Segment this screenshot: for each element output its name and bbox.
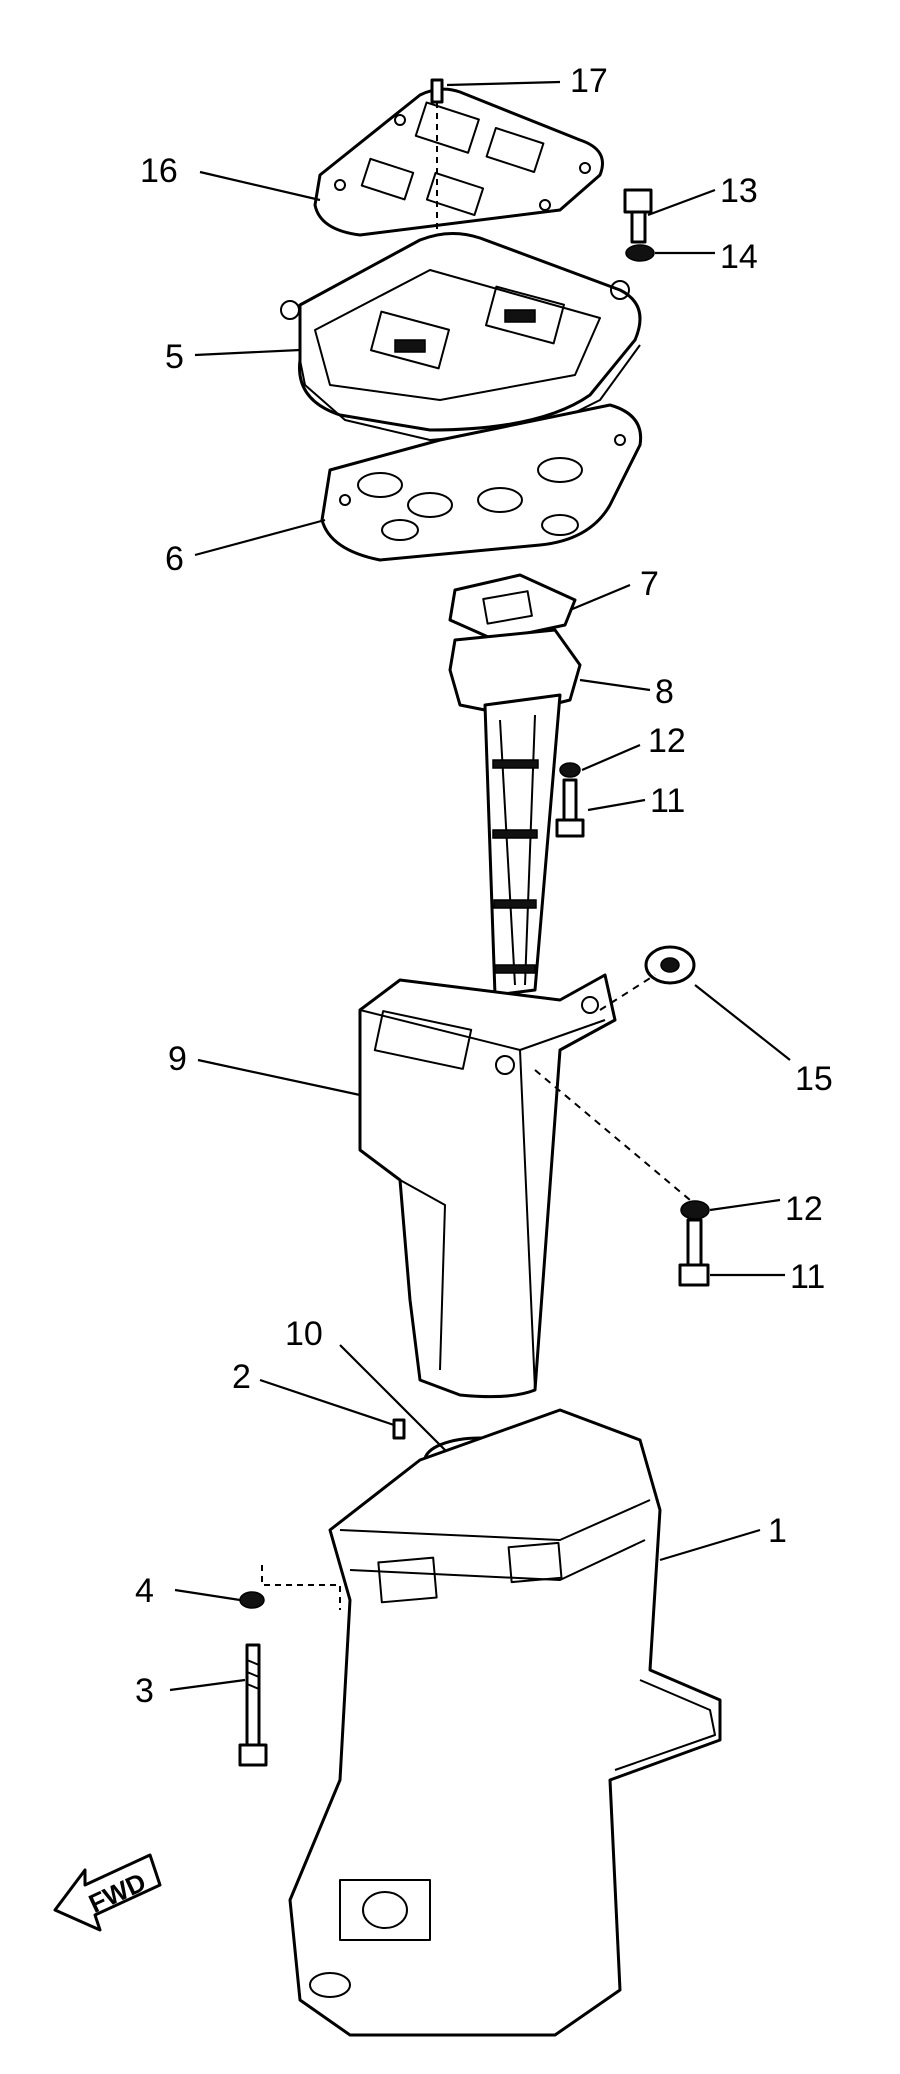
callout-16: 16 (140, 152, 178, 190)
part-3-bolt (238, 1643, 268, 1767)
assembly-line-15 (599, 974, 656, 1011)
leader-lines (169, 80, 791, 1692)
part-12-washer-upper (559, 762, 581, 778)
assembly-line-12 (534, 1069, 691, 1201)
bolt-3-hidden-line (261, 1565, 341, 1610)
callout-12-lower: 12 (785, 1190, 823, 1228)
callout-labels: 17 16 13 14 5 6 7 8 12 11 9 15 12 11 10 … (135, 62, 833, 1710)
part-17-pin (430, 78, 444, 260)
part-6-gasket (320, 403, 643, 562)
part-7-gasket (448, 573, 577, 642)
callout-1: 1 (768, 1512, 787, 1550)
part-1-lower-casing (288, 1408, 722, 2037)
part-11-bolt-lower (678, 1218, 710, 1287)
fwd-arrow: FWD (53, 1853, 162, 1932)
callout-7: 7 (640, 565, 659, 603)
part-2-dowel (392, 1418, 406, 1440)
part-16-gasket (313, 87, 604, 237)
callout-9: 9 (168, 1040, 187, 1078)
part-9-upper-casing (358, 973, 617, 1399)
part-15-grommet (644, 945, 696, 985)
part-14-washer (625, 244, 655, 262)
callout-8: 8 (655, 673, 674, 711)
callout-15: 15 (795, 1060, 833, 1098)
callout-10: 10 (285, 1315, 323, 1353)
callout-12-upper: 12 (648, 722, 686, 760)
part-13-bolt (623, 188, 653, 244)
callout-14: 14 (720, 238, 758, 276)
callout-11-upper: 11 (650, 782, 685, 820)
callout-17: 17 (570, 62, 608, 100)
part-11-bolt-upper (555, 778, 585, 838)
callout-13: 13 (720, 172, 758, 210)
callout-4: 4 (135, 1572, 154, 1610)
callout-6: 6 (165, 540, 184, 578)
callout-5: 5 (165, 338, 184, 376)
part-12-washer-lower (680, 1200, 710, 1220)
part-5-plate (280, 232, 642, 441)
callout-2: 2 (232, 1358, 251, 1396)
part-8-exhaust-pipe (448, 628, 582, 997)
part-4-washer (239, 1591, 265, 1609)
callout-11-lower: 11 (790, 1258, 825, 1296)
callout-3: 3 (135, 1672, 154, 1710)
